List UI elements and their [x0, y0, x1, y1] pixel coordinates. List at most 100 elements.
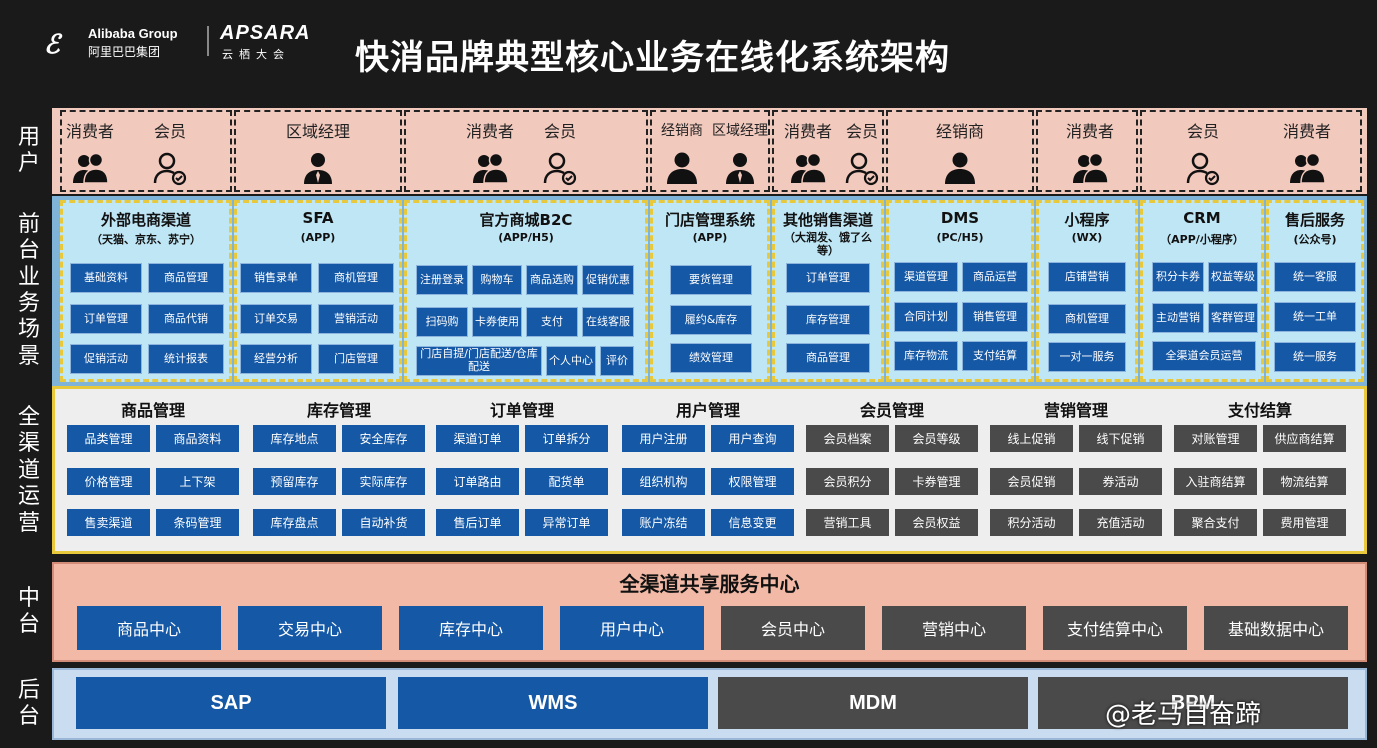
front-item: 履约&库存	[670, 305, 752, 335]
ops-item: 订单路由	[436, 468, 519, 495]
ops-item: 配货单	[525, 468, 608, 495]
front-subtitle: (APP/H5)	[498, 231, 554, 244]
ops-item: 对账管理	[1174, 425, 1257, 452]
front-item: 订单管理	[786, 263, 870, 293]
alibaba-logo-en: Alibaba Group	[88, 26, 178, 41]
front-item: 主动营销	[1152, 303, 1204, 333]
layer-label-user: 用户	[10, 110, 48, 192]
ops-title: 营销管理	[1043, 401, 1108, 420]
layer-label-middle: 中台	[10, 562, 48, 662]
person-icon	[667, 152, 697, 184]
front-item: 积分卡券	[1152, 262, 1204, 292]
role-label: 消费者	[465, 122, 514, 141]
front-item: 一对一服务	[1048, 342, 1126, 372]
ops-item: 预留库存	[253, 468, 336, 495]
front-item: 门店管理	[318, 344, 394, 374]
backend-system: SAP	[76, 677, 386, 729]
ops-item: 渠道订单	[436, 425, 519, 452]
ops-item: 充值活动	[1079, 509, 1162, 536]
front-item: 要货管理	[670, 265, 752, 295]
middle-item: 交易中心	[238, 606, 382, 650]
front-item: 营销活动	[318, 304, 394, 334]
front-subtitle: (APP)	[692, 231, 728, 244]
front-item: 统一客服	[1274, 262, 1356, 292]
manager-icon	[304, 153, 332, 184]
front-item: 评价	[600, 346, 634, 376]
layer-label-text: 中台	[17, 585, 40, 637]
front-title: 售后服务	[1284, 211, 1345, 229]
ops-item: 线下促销	[1079, 425, 1162, 452]
middle-item: 商品中心	[77, 606, 221, 650]
front-title: CRM	[1183, 209, 1221, 227]
ops-item: 卡券管理	[895, 468, 978, 495]
member-icon	[543, 152, 577, 186]
member-icon	[153, 152, 187, 186]
ops-item: 会员档案	[806, 425, 889, 452]
ops-item: 订单拆分	[525, 425, 608, 452]
front-item: 订单交易	[240, 304, 312, 334]
front-item: 扫码购	[416, 307, 468, 337]
ops-item: 上下架	[156, 468, 239, 495]
user-column	[650, 110, 770, 192]
backend-system: WMS	[398, 677, 708, 729]
front-item: 注册登录	[416, 265, 468, 295]
role-label: 会员	[845, 122, 878, 141]
front-item: 商品选购	[526, 265, 578, 295]
ops-title: 会员管理	[859, 401, 924, 420]
people-icon	[473, 152, 508, 184]
ops-title: 库存管理	[306, 401, 371, 420]
ops-item: 售卖渠道	[67, 509, 150, 536]
ops-item: 实际库存	[342, 468, 425, 495]
front-item: 支付结算	[962, 341, 1028, 371]
people-icon	[791, 152, 826, 184]
front-item: 在线客服	[582, 307, 634, 337]
layer-label-text: 全渠道运营	[17, 405, 40, 536]
front-item: 统一服务	[1274, 342, 1356, 372]
front-item: 门店自提/门店配送/仓库配送	[416, 346, 542, 376]
ops-item: 营销工具	[806, 509, 889, 536]
front-item: 订单管理	[70, 304, 142, 334]
user-column	[234, 110, 402, 192]
ops-item: 品类管理	[67, 425, 150, 452]
layer-label-front: 前台业务场景	[10, 198, 48, 384]
front-item: 库存物流	[894, 341, 958, 371]
front-title: 小程序	[1064, 211, 1110, 229]
layer-label-back: 后台	[10, 668, 48, 740]
front-subtitle: (公众号)	[1293, 233, 1337, 246]
ops-item: 异常订单	[525, 509, 608, 536]
person-icon	[945, 152, 975, 184]
ops-item: 费用管理	[1263, 509, 1346, 536]
alibaba-logo-cn: 阿里巴巴集团	[88, 45, 161, 59]
role-label: 消费者	[1065, 122, 1114, 141]
logo-divider	[207, 26, 209, 56]
ops-item: 会员促销	[990, 468, 1073, 495]
front-subtitle: (APP)	[300, 231, 336, 244]
page-title: 快消品牌典型核心业务在线化系统架构	[355, 38, 950, 78]
front-subtitle: （天猫、京东、苏宁）	[91, 233, 201, 246]
front-subtitle: (PC/H5)	[936, 231, 984, 244]
middle-item: 支付结算中心	[1043, 606, 1187, 650]
front-item: 绩效管理	[670, 343, 752, 373]
front-item: 合同计划	[894, 302, 958, 332]
user-column	[1036, 110, 1138, 192]
middle-item: 基础数据中心	[1204, 606, 1348, 650]
front-item: 客群管理	[1208, 303, 1258, 333]
front-item: 个人中心	[546, 346, 596, 376]
backend-system: MDM	[718, 677, 1028, 729]
front-title: 其他销售渠道	[782, 211, 873, 229]
ops-item: 自动补货	[342, 509, 425, 536]
front-title: DMS	[940, 209, 980, 227]
middle-item: 库存中心	[399, 606, 543, 650]
front-item: 商机管理	[318, 263, 394, 293]
role-label: 消费者	[65, 122, 114, 141]
role-label: 会员	[543, 122, 576, 141]
front-item: 促销活动	[70, 344, 142, 374]
role-label: 经销商	[661, 123, 703, 139]
user-column	[60, 110, 232, 192]
ops-item: 信息变更	[711, 509, 794, 536]
user-column	[1140, 110, 1362, 192]
front-item: 统计报表	[148, 344, 224, 374]
ops-item: 账户冻结	[622, 509, 705, 536]
apsara-logo-en: APSARA	[220, 22, 311, 44]
ops-item: 用户查询	[711, 425, 794, 452]
